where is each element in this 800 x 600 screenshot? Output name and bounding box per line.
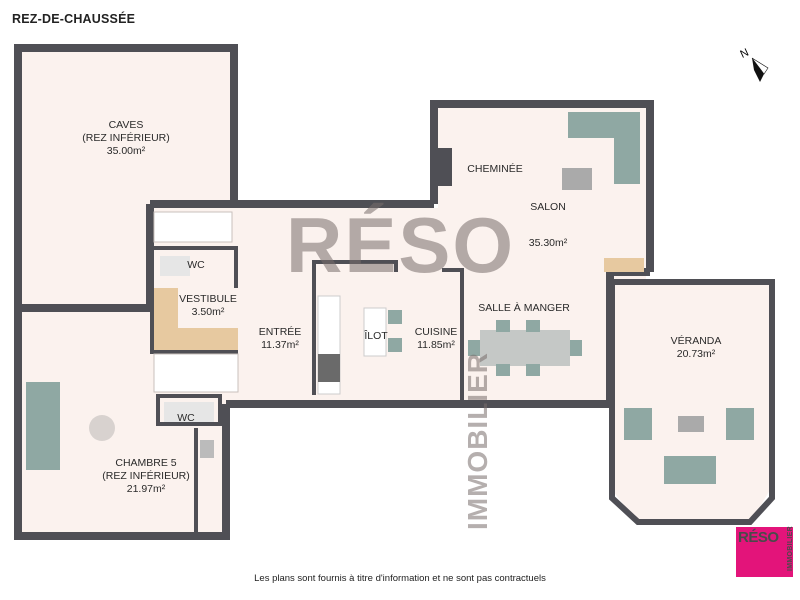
- logo-sub: IMMOBILIER: [787, 526, 794, 571]
- room-wc-1: WC: [187, 259, 205, 271]
- svg-text:N: N: [738, 47, 750, 61]
- room-salle-a-manger: SALLE À MANGER: [478, 302, 570, 314]
- room-salon-area: 35.30m²: [528, 237, 568, 249]
- logo-brand: RÉSO: [738, 529, 779, 546]
- reso-logo: RÉSO IMMOBILIER: [736, 526, 794, 577]
- room-wc-2: WC: [177, 412, 195, 424]
- north-arrow-icon: N: [738, 42, 770, 91]
- disclaimer: Les plans sont fournis à titre d'informa…: [254, 573, 546, 584]
- room-caves: CAVES(REZ INFÉRIEUR)35.00m²: [82, 119, 170, 157]
- room-chambre-5: CHAMBRE 5(REZ INFÉRIEUR)21.97m²: [102, 457, 190, 495]
- room-salon: SALON: [530, 201, 566, 213]
- room-ilot: ÎLOT: [364, 330, 388, 342]
- room-cheminee: CHEMINÉE: [467, 163, 523, 175]
- floor-title: REZ-DE-CHAUSSÉE: [12, 12, 136, 26]
